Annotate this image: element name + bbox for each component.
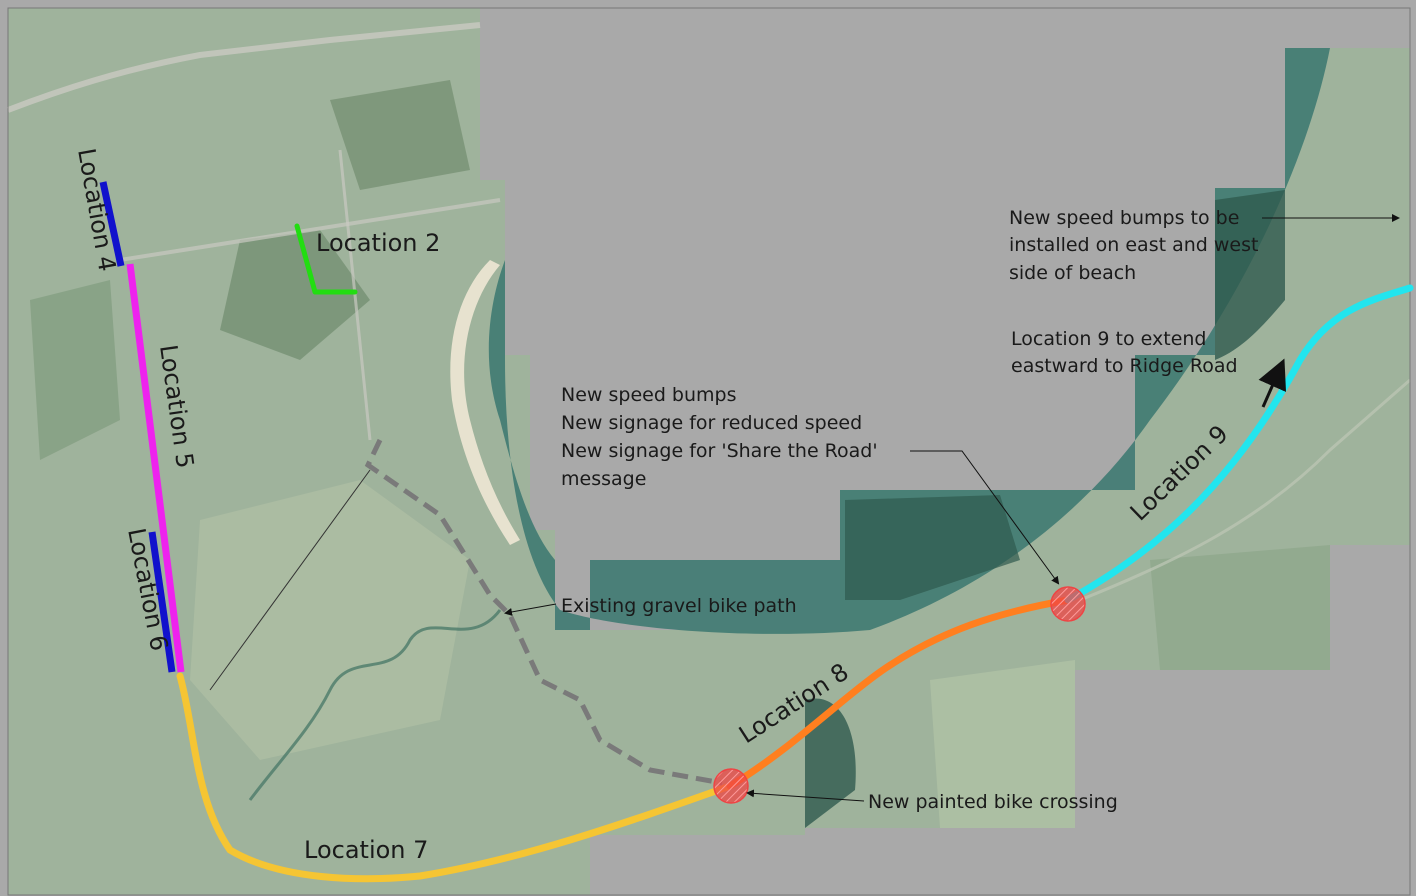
route-location-8 [726, 596, 1072, 790]
route-location-7 [176, 672, 734, 883]
beach-sand [450, 260, 520, 545]
label-location-7: Location 7 [304, 836, 428, 864]
route-location-9 [1064, 284, 1414, 604]
route-location-2 [294, 223, 358, 295]
note-center: New speed bumps New signage for reduced … [561, 384, 884, 490]
note-speed-bumps-beach: New speed bumps to be installed on east … [1009, 207, 1265, 284]
leader-lines [209, 214, 1400, 802]
route-location-5 [126, 263, 185, 673]
bike-crossing-marker-icon [713, 768, 749, 804]
leader-bike-crossing [746, 789, 865, 802]
route-location-6 [148, 531, 176, 673]
leader-gravel-path [504, 603, 557, 616]
arrow-icon [1258, 358, 1287, 408]
note-gravel-path: Existing gravel bike path [561, 595, 797, 617]
leader-center-note [910, 450, 1060, 585]
note-location-9-extend: Location 9 to extend eastward to Ridge R… [1011, 328, 1238, 377]
routes [99, 181, 1414, 883]
route-location-4 [99, 181, 125, 267]
note-bike-crossing: New painted bike crossing [868, 791, 1118, 813]
bay-water [488, 48, 1330, 634]
bike-crossing-marker-icon [1050, 586, 1086, 622]
aerial-imagery [6, 7, 1411, 896]
annotations: New speed bumps to be installed on east … [561, 207, 1265, 813]
gravel-bike-path [364, 438, 723, 786]
leader-location-7-2 [209, 469, 371, 691]
label-location-2: Location 2 [316, 229, 440, 257]
